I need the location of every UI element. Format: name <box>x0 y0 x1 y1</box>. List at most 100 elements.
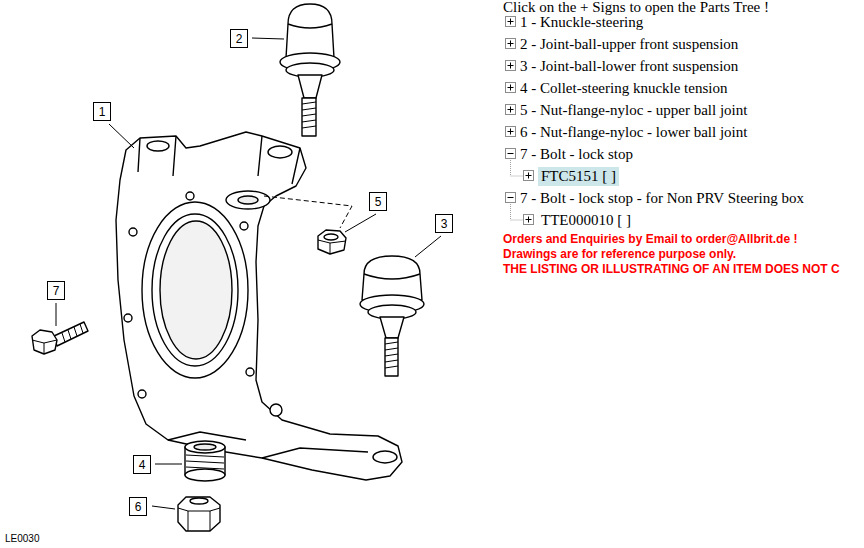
leader-lines-part <box>415 236 441 257</box>
upper-ball-joint-part <box>286 4 334 58</box>
callout-box: 6 <box>129 497 147 516</box>
tree-item: 6 - Nut-flange-nyloc - lower ball joint <box>520 123 747 141</box>
leader-lines-part <box>152 506 175 509</box>
upper-ball-joint-part <box>302 98 316 136</box>
steering-knuckle-part <box>147 141 169 151</box>
tree-toggle-signs-part <box>508 129 514 135</box>
tree-toggle-signs-part <box>508 19 514 25</box>
tree-toggle-icons-part <box>506 149 516 159</box>
steering-knuckle-part <box>238 196 258 204</box>
tree-item: 2 - Joint-ball-upper front suspension <box>520 35 738 53</box>
lower-ball-joint <box>360 256 424 376</box>
steering-knuckle-part <box>226 191 270 209</box>
steering-knuckle-part <box>138 390 146 398</box>
tree-item: 1 - Knuckle-steering <box>520 13 643 31</box>
lock-stop-bolt-part <box>62 324 83 342</box>
tree-toggle-signs-part <box>508 85 514 91</box>
upper-ball-joint <box>280 4 340 136</box>
notice-text: THE LISTING OR ILLUSTRATING OF AN ITEM D… <box>503 262 840 277</box>
tree-toggle-icons-part <box>506 193 516 203</box>
steering-knuckle-part <box>160 221 232 359</box>
tree-lines-part <box>511 204 524 220</box>
upper-ball-joint-part <box>288 24 332 28</box>
lower-nut-part <box>178 497 220 531</box>
notice-text: Drawings are for reference purpose only. <box>503 247 736 262</box>
steering-knuckle-part <box>186 192 194 200</box>
collet <box>185 441 225 481</box>
leader-lines <box>56 38 441 509</box>
upper-ball-joint-part <box>298 75 322 98</box>
leader-lines-part <box>109 124 134 148</box>
part-number: TTE000010 [ ] <box>541 211 631 229</box>
callout-box: 1 <box>93 102 111 121</box>
tree-toggle-icons-part <box>506 17 516 27</box>
callout-box: 3 <box>435 214 453 233</box>
lock-stop-bolt <box>32 322 88 354</box>
assembly-guide <box>264 196 352 228</box>
lock-stop-bolt-part <box>32 340 57 354</box>
tree-toggle-signs-part <box>508 107 514 113</box>
callout-box: 4 <box>133 455 151 474</box>
tree-toggle-signs-part <box>508 41 514 47</box>
assembly-guide-part <box>264 196 352 228</box>
steering-knuckle-part <box>246 368 254 376</box>
steering-knuckle-part <box>270 404 282 416</box>
steering-knuckle-part <box>152 214 238 366</box>
steering-knuckle-part <box>129 228 137 236</box>
upper-nut <box>318 230 346 254</box>
callout-number: 3 <box>441 217 448 231</box>
upper-nut-part <box>324 234 338 240</box>
steering-knuckle-part <box>268 146 292 158</box>
tree-toggle-icons-part <box>506 83 516 93</box>
callout-box: 5 <box>369 192 387 211</box>
collet-part <box>194 444 216 450</box>
lower-ball-joint-part <box>364 274 420 279</box>
leader-lines-part <box>252 38 284 39</box>
steering-knuckle-part <box>240 222 248 230</box>
collet-part <box>185 469 225 481</box>
tree-toggle-icons-part <box>506 127 516 137</box>
lower-ball-joint-part <box>385 338 398 376</box>
leader-lines-part <box>155 464 182 465</box>
tree-item: 7 - Bolt - lock stop - for Non PRV Steer… <box>520 189 804 207</box>
lock-stop-bolt-part <box>32 330 57 354</box>
steering-knuckle-part <box>124 314 132 322</box>
callout-number: 6 <box>135 500 142 514</box>
callout-number: 2 <box>236 32 243 46</box>
callout-number: 4 <box>139 458 146 472</box>
leader-lines-part <box>56 303 57 326</box>
selected-tree-item: FTC5151 [ ] <box>538 167 619 186</box>
drawing-code: LE0030 <box>5 533 39 545</box>
tree-toggle-icons-part <box>524 215 534 225</box>
tree-toggle-icons-part <box>506 61 516 71</box>
tree-toggle-signs-part <box>508 197 514 198</box>
lower-nut <box>178 497 220 531</box>
lower-ball-joint-part <box>362 256 422 300</box>
steering-knuckle-part <box>373 451 397 463</box>
upper-nut-part <box>318 240 346 254</box>
callout-number: 7 <box>53 284 60 298</box>
steering-knuckle-part <box>138 136 300 184</box>
lower-ball-joint-part <box>385 342 398 368</box>
tree-toggle-signs-part <box>526 173 532 179</box>
notice-text: Orders and Enquiries by Email to order@A… <box>503 232 797 247</box>
callout-number: 5 <box>375 195 382 209</box>
steering-knuckle <box>116 132 402 480</box>
steering-knuckle-part <box>142 202 248 378</box>
tree-item: 4 - Collet-steering knuckle tension <box>520 79 727 97</box>
tree-toggle-signs-part <box>526 217 532 223</box>
tree-lines-part <box>511 160 524 176</box>
lower-ball-joint-part <box>380 317 404 338</box>
tree-item: 3 - Joint-ball-lower front suspension <box>520 57 738 75</box>
tree-item: 7 - Bolt - lock stop <box>520 145 633 163</box>
tree-toggle-icons-part <box>506 39 516 49</box>
tree-toggle-signs-part <box>508 63 514 69</box>
upper-ball-joint-part <box>302 102 316 128</box>
collet-part <box>185 441 225 453</box>
callout-box: 7 <box>47 281 65 300</box>
page-heading: Click on the + Signs to open the Parts T… <box>503 0 769 14</box>
lock-stop-bolt-part <box>54 322 88 346</box>
callout-number: 1 <box>99 105 106 119</box>
lower-nut-part <box>190 498 208 504</box>
